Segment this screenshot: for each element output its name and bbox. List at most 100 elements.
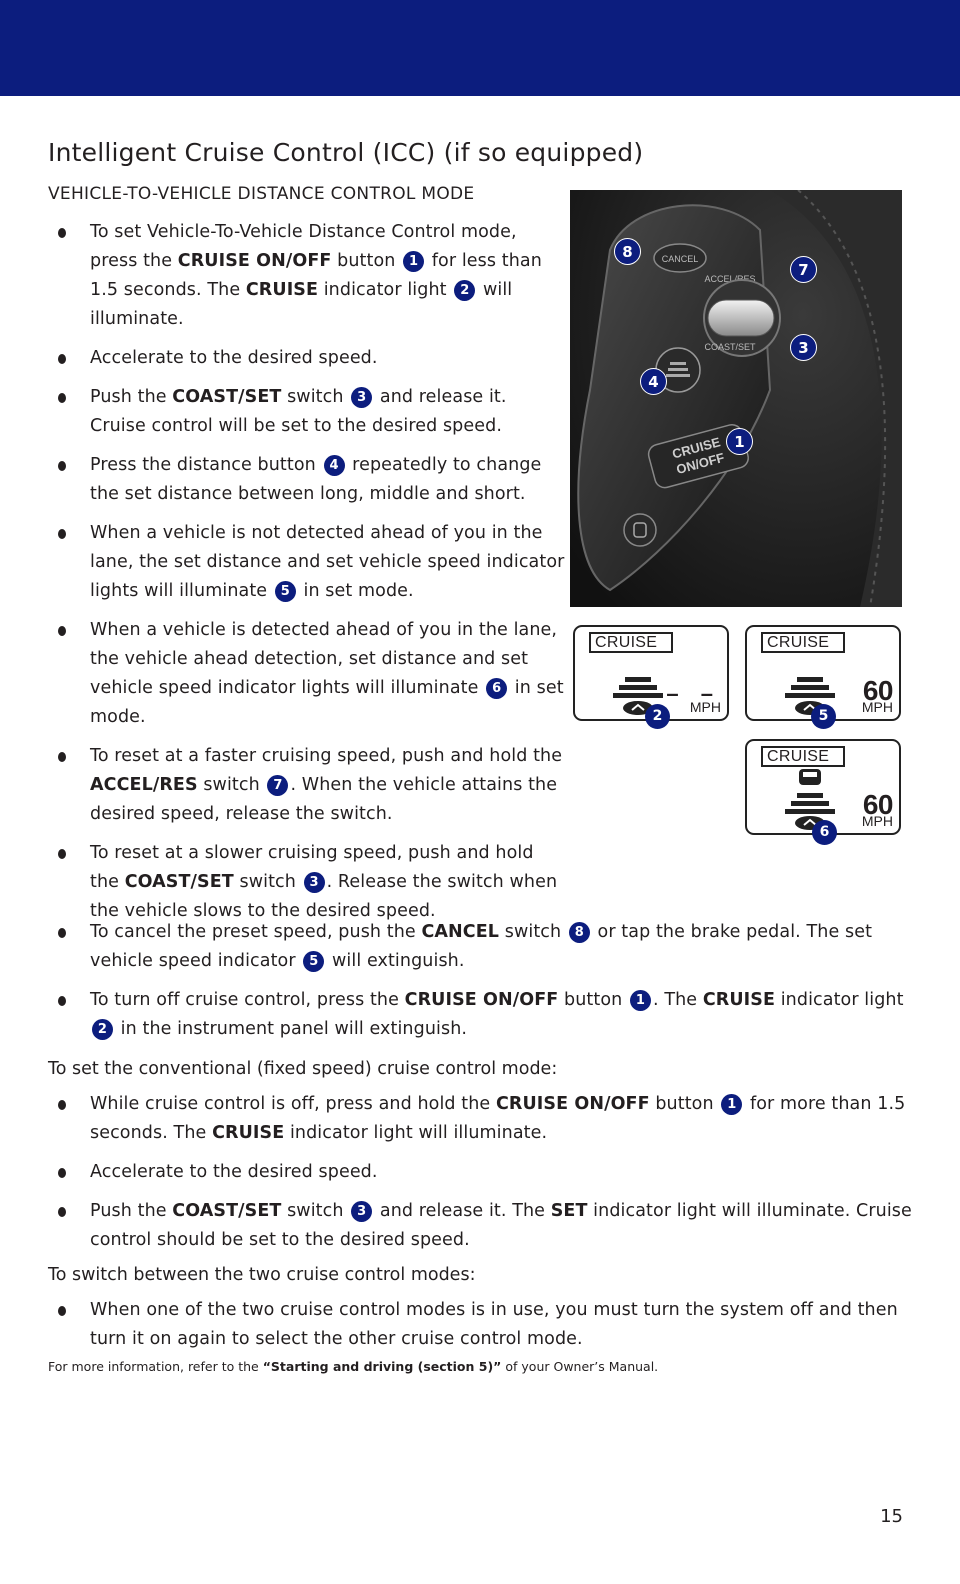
bullet-text: button bbox=[558, 990, 628, 1010]
bullet-text: When one of the two cruise control modes… bbox=[90, 1300, 898, 1349]
callout-number-icon: 1 bbox=[721, 1094, 743, 1115]
bullet-item: To cancel the preset speed, push the CAN… bbox=[48, 918, 928, 976]
bullet-text: To cancel the preset speed, push the bbox=[90, 922, 422, 942]
photo-marker-1: 1 bbox=[726, 428, 753, 455]
bullet-text: Press the distance button bbox=[90, 455, 322, 475]
footnote-prefix: For more information, refer to the bbox=[48, 1359, 263, 1374]
bullet-item: To reset at a faster cruising speed, pus… bbox=[48, 742, 568, 829]
bullet-text: Accelerate to the desired speed. bbox=[90, 1162, 378, 1182]
footnote-reference: “Starting and driving (section 5)” bbox=[262, 1359, 502, 1374]
cruise-indicator-text: CRUISE bbox=[589, 632, 673, 653]
speed-unit: MPH bbox=[861, 813, 893, 829]
bullet-dot bbox=[58, 393, 66, 403]
conventional-intro: To set the conventional (fixed speed) cr… bbox=[48, 1059, 558, 1079]
bullet-text: switch bbox=[281, 387, 350, 407]
switch-bullet-list: When one of the two cruise control modes… bbox=[48, 1296, 928, 1364]
callout-number-icon: 3 bbox=[303, 872, 325, 893]
bullet-dot bbox=[58, 626, 66, 636]
bold-term: CRUISE ON/OFF bbox=[177, 251, 332, 271]
bullet-text: for less than 1.5 seconds. The bbox=[90, 251, 542, 300]
set-speed-value: 60 bbox=[862, 675, 894, 706]
bullet-text: To reset at a faster cruising speed, pus… bbox=[90, 746, 563, 766]
set-speed-value: 60 bbox=[862, 789, 894, 820]
bullet-text: indicator light bbox=[775, 990, 904, 1010]
callout-number-icon: 8 bbox=[568, 922, 590, 943]
photo-marker-8: 8 bbox=[614, 238, 641, 265]
bullet-dot bbox=[58, 1100, 66, 1110]
bullet-item: Push the COAST/SET switch 3 and release … bbox=[48, 383, 568, 441]
bullet-dot bbox=[58, 1306, 66, 1316]
bold-term: CRUISE ON/OFF bbox=[495, 1094, 650, 1114]
speed-unit: MPH bbox=[689, 699, 721, 715]
speed-unit: MPH bbox=[861, 699, 893, 715]
bold-term: COAST/SET bbox=[124, 872, 234, 892]
bullet-text: Push the bbox=[90, 387, 173, 407]
accel-res-label: ACCEL/RES bbox=[704, 274, 755, 284]
bullet-text: When a vehicle is detected ahead of you … bbox=[90, 620, 558, 698]
bullet-dot bbox=[58, 849, 66, 859]
bullet-text: To turn off cruise control, press the bbox=[90, 990, 405, 1010]
bullet-text: repeatedly to change the set distance be… bbox=[90, 455, 542, 504]
cruise-indicator-text: CRUISE bbox=[761, 746, 845, 767]
bullet-item: To set Vehicle-To-Vehicle Distance Contr… bbox=[48, 218, 568, 334]
callout-number-icon: 6 bbox=[486, 678, 508, 699]
speed-dashes: – – bbox=[666, 681, 721, 706]
callout-number-icon: 3 bbox=[351, 1201, 373, 1222]
bullet-item: Push the COAST/SET switch 3 and release … bbox=[48, 1197, 928, 1255]
bold-term: COAST/SET bbox=[172, 1201, 282, 1221]
cruise-display-set-vehicle-ahead: CRUISE 60 MPH bbox=[745, 739, 901, 835]
bold-term: SET bbox=[550, 1201, 588, 1221]
bullet-item: When one of the two cruise control modes… bbox=[48, 1296, 928, 1354]
bullet-item: Press the distance button 4 repeatedly t… bbox=[48, 451, 568, 509]
bullet-text: switch bbox=[197, 775, 266, 795]
bullet-text: button bbox=[649, 1094, 720, 1114]
bullet-dot bbox=[58, 228, 66, 238]
bullet-text: To reset at a slower cruising speed, pus… bbox=[90, 843, 534, 892]
bullet-dot bbox=[58, 354, 66, 364]
bullet-dot bbox=[58, 1207, 66, 1217]
bold-term: CRUISE bbox=[212, 1123, 285, 1143]
callout-number-icon: 1 bbox=[403, 251, 425, 272]
bullet-text: When a vehicle is not detected ahead of … bbox=[90, 523, 565, 601]
bold-term: CANCEL bbox=[421, 922, 500, 942]
callout-number-icon: 2 bbox=[454, 280, 476, 301]
cancel-switch-label: CANCEL bbox=[662, 254, 699, 264]
switch-intro: To switch between the two cruise control… bbox=[48, 1265, 476, 1285]
bullet-item: To turn off cruise control, press the CR… bbox=[48, 986, 928, 1044]
page-title: Intelligent Cruise Control (ICC) (if so … bbox=[48, 138, 644, 167]
steering-wheel-illustration: CANCEL ACCEL/RES COAST/SET CRUISE ON/OFF bbox=[570, 190, 902, 607]
callout-number-icon: 5 bbox=[274, 581, 296, 602]
bullet-text: and release it. Cruise control will be s… bbox=[90, 387, 507, 436]
bullet-dot bbox=[58, 529, 66, 539]
display-marker-2: 2 bbox=[645, 704, 670, 729]
bullet-text: and release it. The bbox=[374, 1201, 551, 1221]
bullet-text: switch bbox=[281, 1201, 350, 1221]
conventional-bullet-list: While cruise control is off, press and h… bbox=[48, 1090, 928, 1265]
bullet-item: To reset at a slower cruising speed, pus… bbox=[48, 839, 568, 926]
header-band bbox=[0, 0, 960, 96]
bullet-text: switch bbox=[233, 872, 302, 892]
page-number: 15 bbox=[880, 1506, 903, 1527]
icc-bullet-list: To set Vehicle-To-Vehicle Distance Contr… bbox=[48, 218, 568, 936]
bullet-text: in the instrument panel will extinguish. bbox=[115, 1019, 468, 1039]
cruise-indicator-text: CRUISE bbox=[761, 632, 845, 653]
callout-number-icon: 4 bbox=[323, 455, 345, 476]
bullet-item: When a vehicle is detected ahead of you … bbox=[48, 616, 568, 732]
bullet-text: for more than 1.5 seconds. The bbox=[90, 1094, 906, 1143]
bullet-text: will illuminate. bbox=[90, 280, 513, 329]
bullet-dot bbox=[58, 752, 66, 762]
bullet-dot bbox=[58, 1168, 66, 1178]
bullet-text: While cruise control is off, press and h… bbox=[90, 1094, 496, 1114]
callout-number-icon: 7 bbox=[267, 775, 289, 796]
bullet-text: button bbox=[331, 251, 402, 271]
bullet-dot bbox=[58, 996, 66, 1006]
bold-term: CRUISE bbox=[245, 280, 319, 300]
bullet-text: . The bbox=[653, 990, 703, 1010]
bullet-text: Accelerate to the desired speed. bbox=[90, 348, 378, 368]
bullet-item: While cruise control is off, press and h… bbox=[48, 1090, 928, 1148]
bold-term: COAST/SET bbox=[172, 387, 282, 407]
bullet-item: When a vehicle is not detected ahead of … bbox=[48, 519, 568, 606]
bold-term: ACCEL/RES bbox=[90, 775, 198, 795]
photo-marker-4: 4 bbox=[640, 368, 667, 395]
bullet-text: or tap the brake pedal. The set vehicle … bbox=[90, 922, 873, 971]
